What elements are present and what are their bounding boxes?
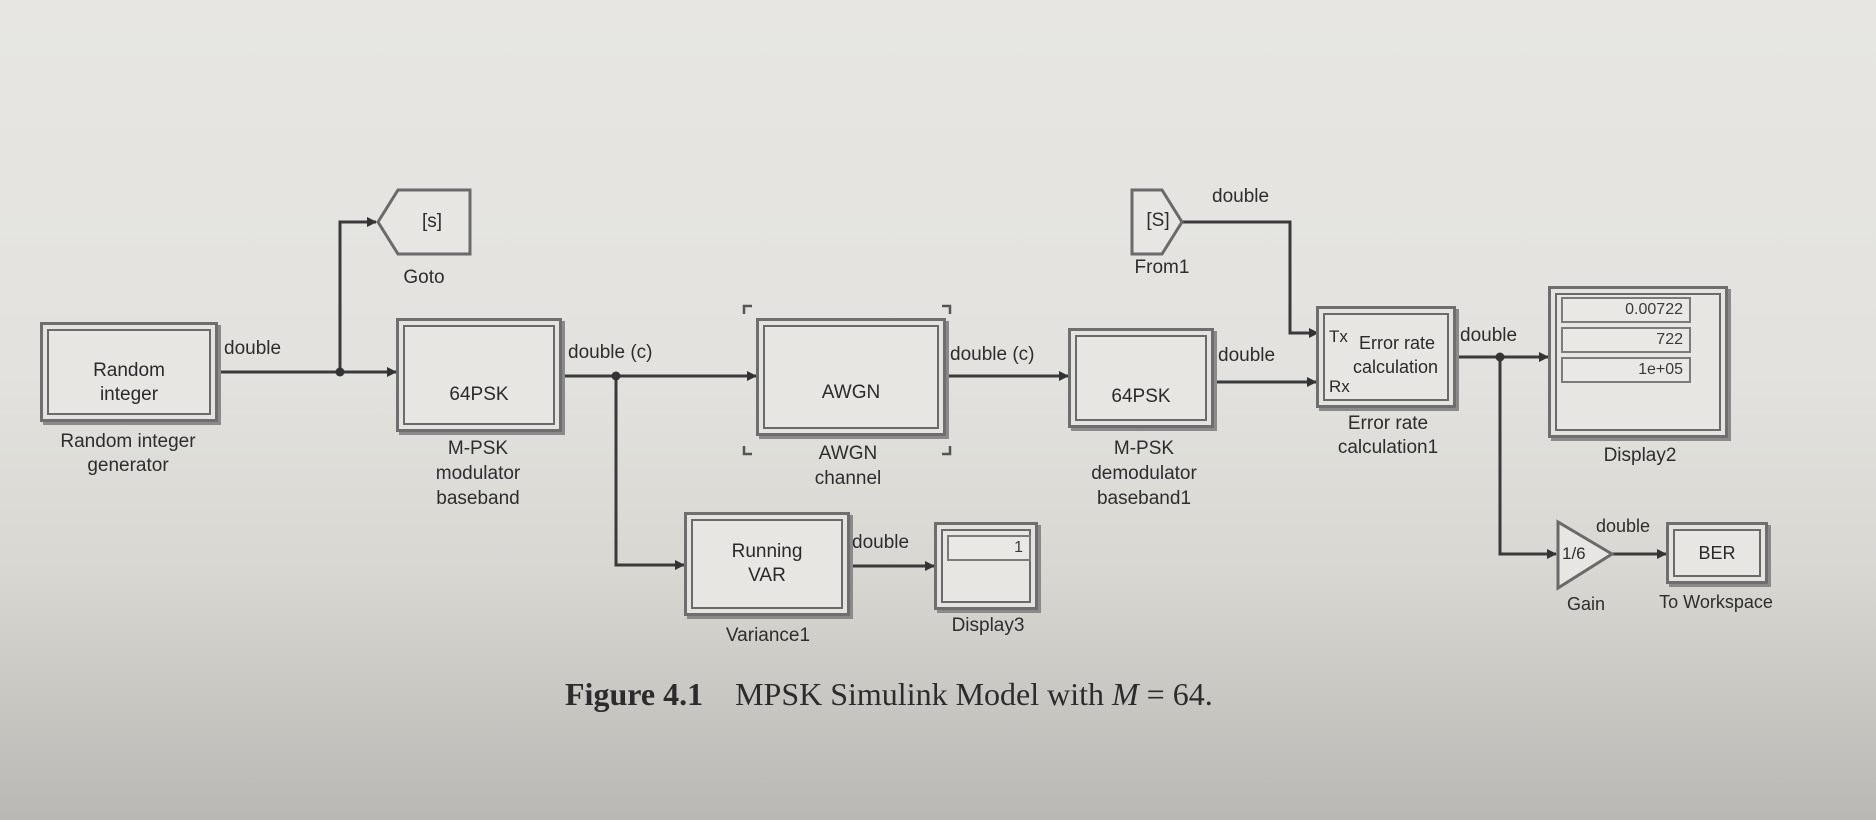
- goto-tag: [s]: [421, 211, 443, 232]
- display3-value: 1: [947, 535, 1031, 561]
- from-tag: [S]: [1146, 210, 1170, 231]
- variance-label: Variance1: [725, 625, 811, 646]
- random-integer-label: Random integer generator: [60, 431, 196, 476]
- error-rate-text-1: Error rate: [1359, 333, 1436, 353]
- awgn-block-text: AWGN: [821, 382, 881, 403]
- caption-prefix: MPSK Simulink Model with: [735, 676, 1105, 712]
- signal-gain-out: double: [1596, 516, 1651, 536]
- goto-block-shape: [376, 188, 472, 256]
- awgn-label-2: channel: [814, 468, 882, 489]
- signal-err-out: double: [1460, 325, 1518, 346]
- running-var-text-1: Running: [731, 541, 803, 562]
- signal-demod-out: double: [1218, 345, 1276, 366]
- display3-block[interactable]: 1: [934, 522, 1038, 610]
- line-mod-to-var: [614, 376, 685, 570]
- to-workspace-text: BER: [1698, 543, 1736, 563]
- error-rate-label-1: Error rate: [1347, 413, 1429, 434]
- from-label: From1: [1134, 257, 1190, 278]
- signal-from-out: double: [1212, 186, 1270, 207]
- awgn-corner-brackets: [742, 304, 952, 456]
- running-var-block[interactable]: Running VAR: [684, 512, 850, 616]
- awgn-label-1: AWGN: [818, 443, 878, 464]
- running-var-text-2: VAR: [748, 565, 786, 586]
- error-rate-tx-port: Tx: [1329, 327, 1348, 346]
- signal-awgn-out: double (c): [950, 344, 1035, 365]
- mpsk-demodulator-label-3: baseband1: [1096, 488, 1192, 509]
- error-rate-text-2: calculation: [1353, 357, 1439, 377]
- awgn-channel-block[interactable]: AWGN: [756, 318, 946, 436]
- figure-number: Figure 4.1: [565, 676, 704, 712]
- junction-dot: [1495, 352, 1505, 362]
- gain-label: Gain: [1566, 594, 1606, 614]
- display2-block[interactable]: 0.00722 722 1e+05: [1548, 286, 1728, 438]
- signal-mod-out: double (c): [568, 342, 653, 363]
- mpsk-demodulator-label-2: demodulator: [1091, 463, 1197, 484]
- to-workspace-block[interactable]: BER: [1666, 522, 1768, 584]
- display2-value-0: 0.00722: [1561, 297, 1691, 323]
- random-integer-block-text: Random integer: [93, 360, 165, 405]
- random-integer-block[interactable]: Random integer: [40, 322, 218, 422]
- display2-value-1: 722: [1561, 327, 1691, 353]
- caption-variable: M: [1112, 676, 1139, 712]
- mpsk-modulator-block[interactable]: 64PSK: [396, 318, 562, 432]
- junction-dot: [335, 367, 345, 377]
- mpsk-modulator-text: 64PSK: [449, 384, 509, 405]
- caption-suffix: = 64.: [1146, 676, 1213, 712]
- mpsk-demodulator-block[interactable]: 64PSK: [1068, 328, 1214, 428]
- mpsk-modulator-label-2: modulator: [435, 463, 521, 484]
- error-rate-label-2: calculation1: [1337, 437, 1439, 458]
- line-from-to-tx: [1180, 220, 1319, 338]
- mpsk-demodulator-text: 64PSK: [1111, 386, 1171, 407]
- figure-caption: Figure 4.1 MPSK Simulink Model with M = …: [565, 676, 1213, 713]
- gain-text: 1/6: [1562, 544, 1586, 563]
- goto-label: Goto: [403, 267, 445, 288]
- line-rand-to-goto: [338, 217, 377, 372]
- display2-value-2: 1e+05: [1561, 357, 1691, 383]
- signal-rand-out: double: [224, 338, 282, 359]
- display3-label: Display3: [951, 615, 1025, 636]
- signal-var-out: double: [852, 532, 910, 553]
- line-err-to-gain: [1498, 357, 1557, 559]
- junction-dot: [611, 371, 621, 381]
- mpsk-modulator-label-3: baseband: [436, 488, 520, 509]
- error-rate-block[interactable]: Tx Rx Error rate calculation: [1316, 306, 1456, 408]
- error-rate-rx-port: Rx: [1329, 377, 1350, 396]
- display2-label: Display2: [1603, 445, 1677, 466]
- mpsk-demodulator-label-1: M-PSK: [1113, 438, 1175, 459]
- gain-block-shape: [1556, 519, 1615, 591]
- to-workspace-label: To Workspace: [1659, 592, 1773, 612]
- mpsk-modulator-label-1: M-PSK: [447, 438, 509, 459]
- from-block-shape: [1130, 188, 1184, 256]
